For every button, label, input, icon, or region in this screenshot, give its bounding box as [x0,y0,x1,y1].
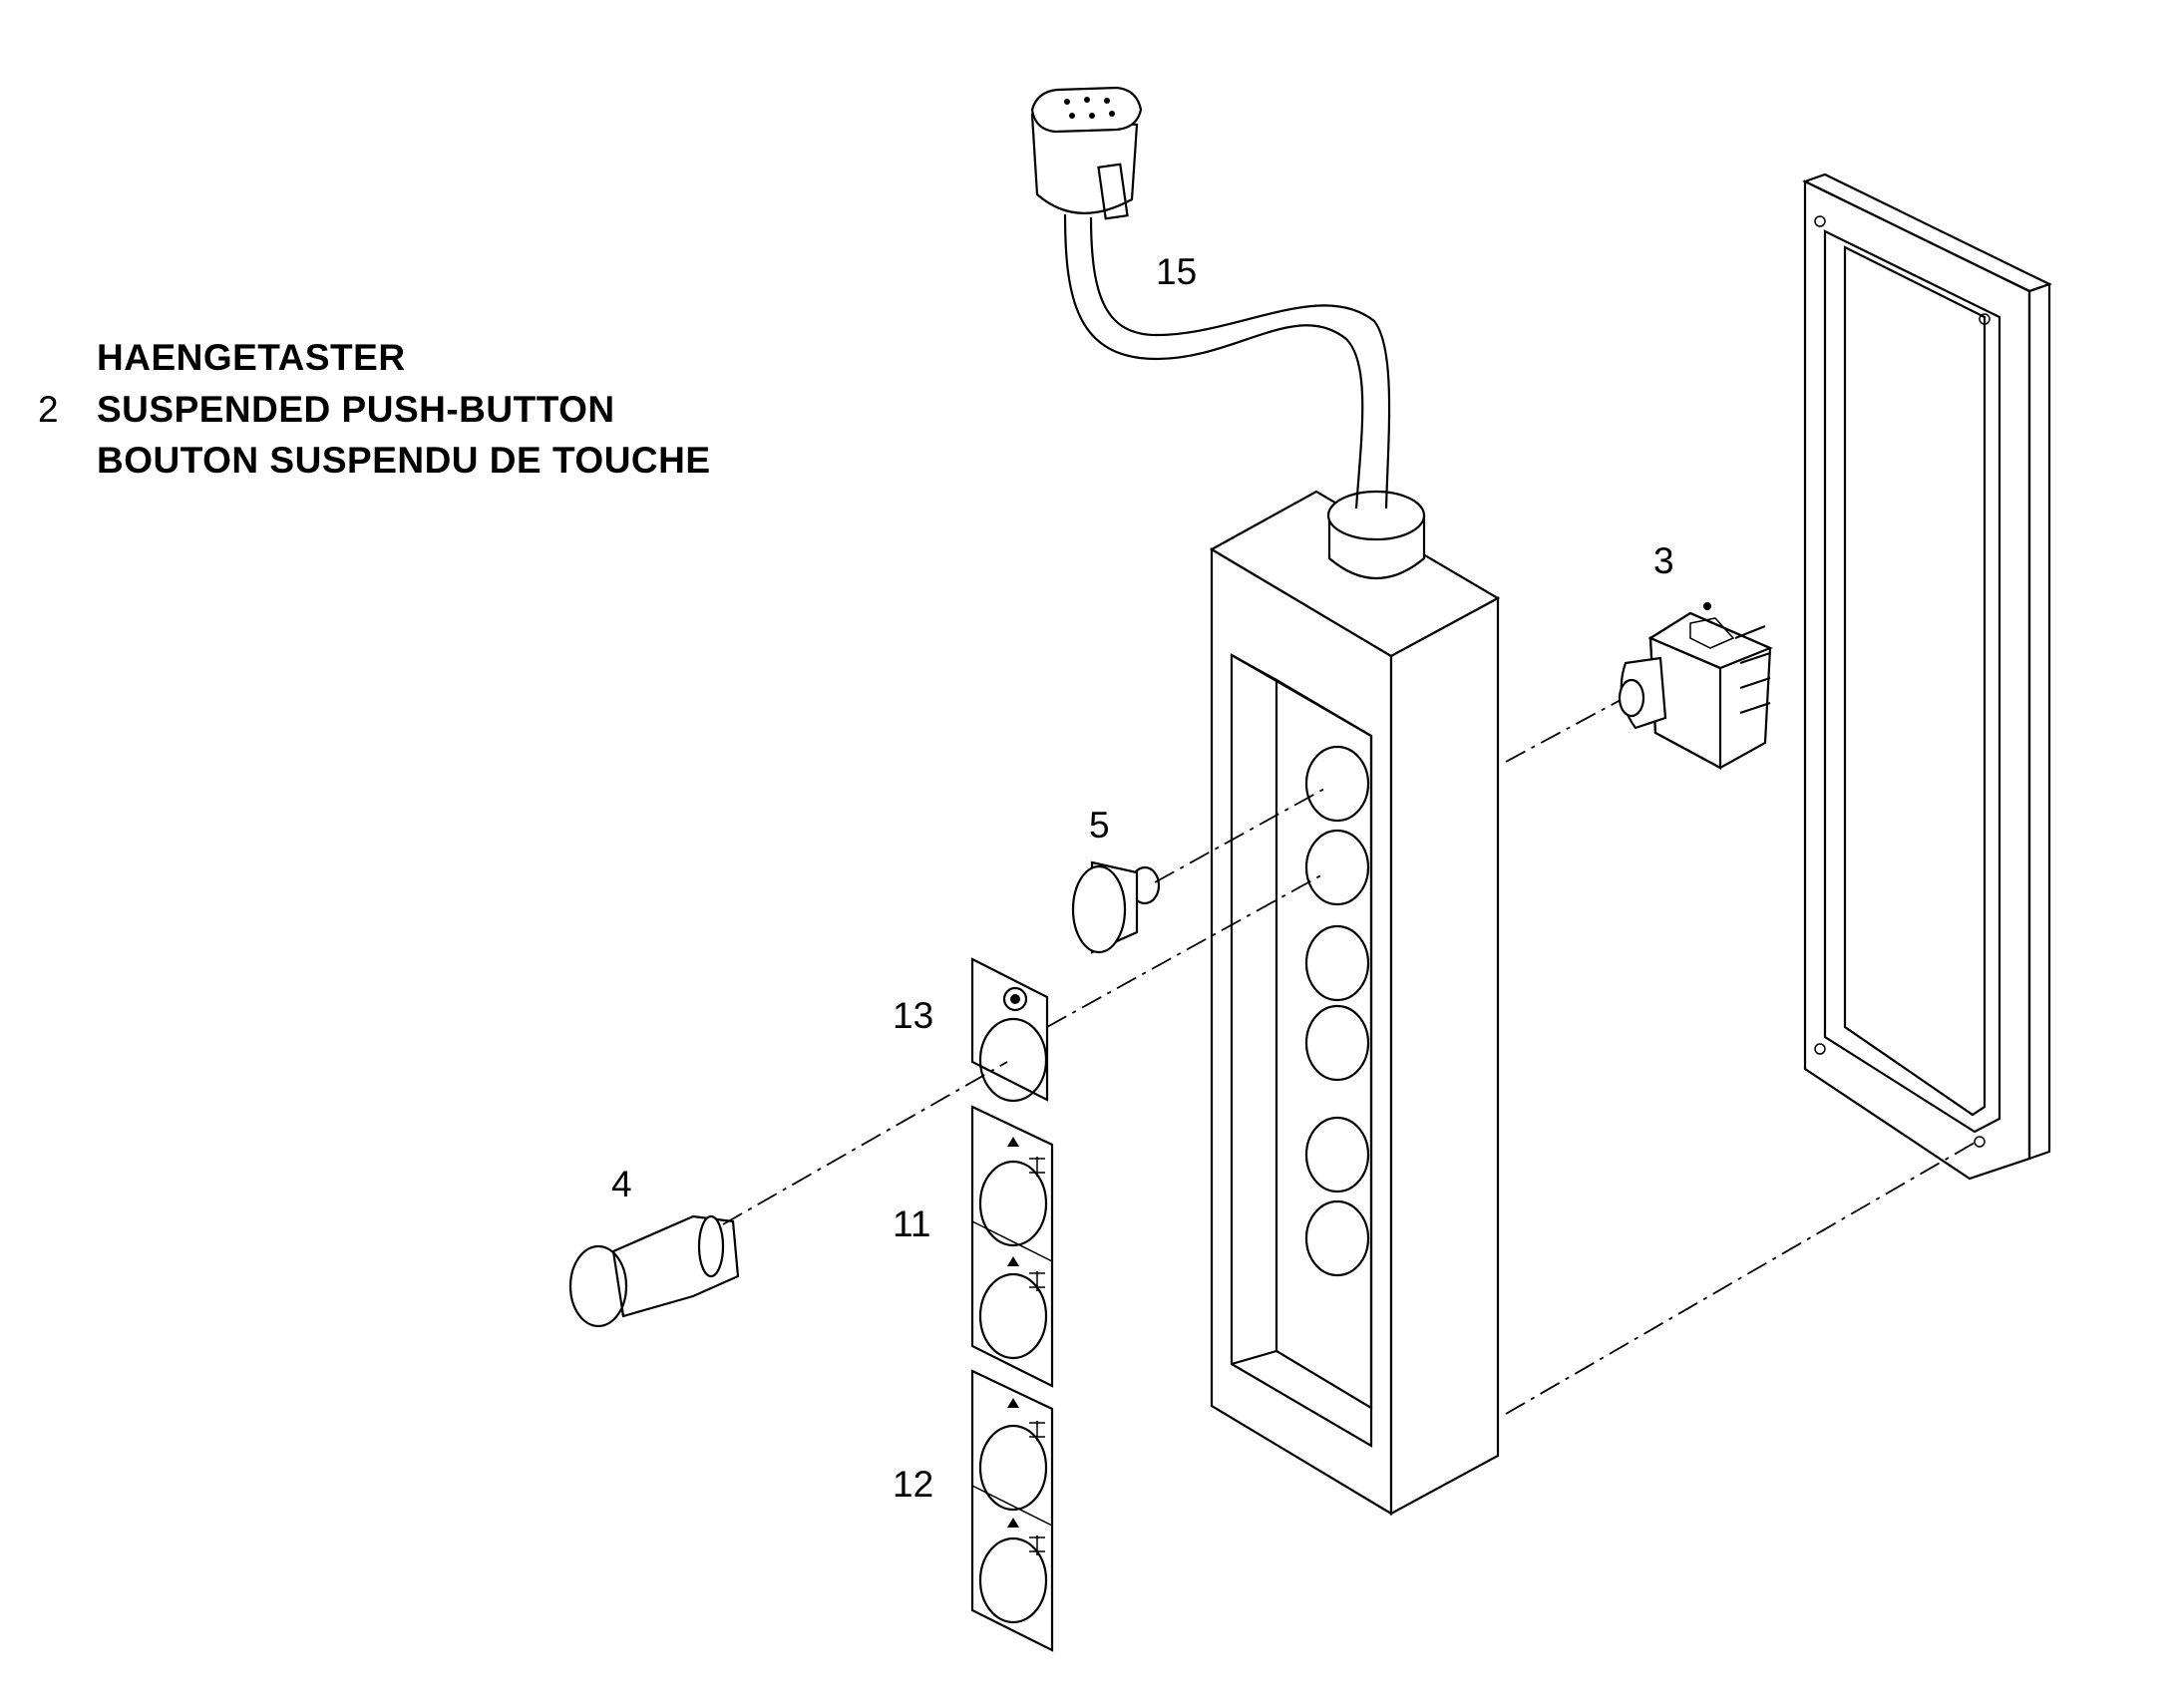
title-item-number: 2 [38,389,59,430]
label-plate-double-b [970,1369,1054,1652]
callout-11: 11 [893,1203,931,1244]
label-plate-single [970,957,1049,1103]
callout-5: 5 [1089,805,1110,846]
switch-element [1618,602,1773,770]
title-line-en: SUSPENDED PUSH-BUTTON [97,389,615,430]
title-line-fr: BOUTON SUSPENDU DE TOUCHE [97,440,711,481]
pendant-housing [1209,490,1501,1516]
callout-12: 12 [893,1464,934,1505]
actuator [568,1214,740,1328]
assembly-leader-lines [722,699,1976,1415]
title-line-de: HAENGETASTER [97,337,406,378]
cable-with-connector [1030,86,1391,510]
callout-3: 3 [1653,540,1674,581]
callout-4: 4 [611,1164,632,1204]
title-block: HAENGETASTER 2 SUSPENDED PUSH-BUTTON BOU… [0,337,898,497]
callout-15: 15 [1156,251,1198,292]
mounting-frame [1802,172,2052,1181]
callout-13: 13 [893,995,934,1036]
label-plate-double-a [970,1105,1054,1388]
blank-cap [1071,860,1161,954]
